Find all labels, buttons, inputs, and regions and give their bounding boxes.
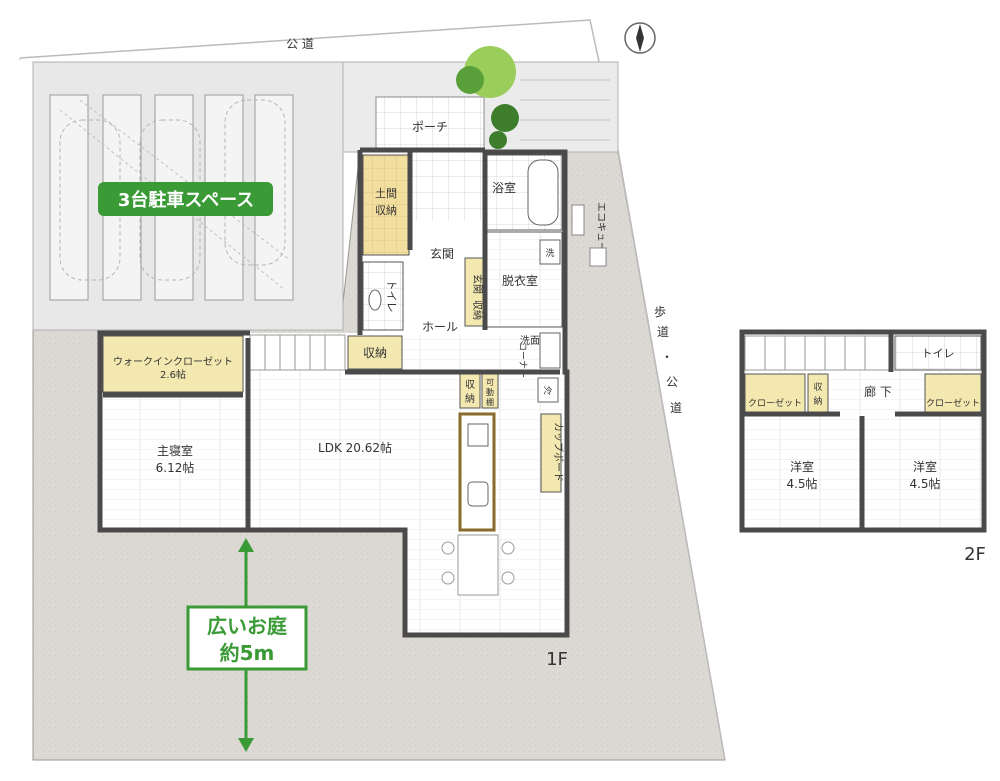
- sidewalk-4: 公: [666, 375, 678, 389]
- room-left-l2: 4.5帖: [786, 476, 817, 491]
- ldk-label: LDK 20.62帖: [318, 440, 392, 455]
- corridor-label: 廊 下: [864, 384, 892, 399]
- dressing-label: 脱衣室: [502, 273, 538, 288]
- entrance-storage-l1: 玄関: [471, 274, 484, 294]
- master-bedroom-l2: 6.12帖: [156, 460, 195, 475]
- movable-shelf-l1: 可: [486, 378, 494, 387]
- second-floor: トイレ クローゼット 収 納 廊 下 クローゼット 洋室 4.5帖 洋室 4.5…: [739, 329, 987, 533]
- kitchen-storage-l2: 納: [465, 392, 475, 405]
- bath-label: 浴室: [492, 180, 516, 195]
- garden-label-box: [186, 605, 308, 671]
- sink-icon: [467, 481, 489, 507]
- kitchen-storage-l1: 収: [465, 379, 475, 391]
- hall-label: ホール: [422, 320, 458, 334]
- porch-label: ポーチ: [412, 120, 448, 134]
- closet-left: [744, 373, 806, 413]
- eco-cute-icon: [571, 204, 585, 236]
- toilet-1f-icon: [368, 289, 382, 311]
- garden-label-l2: 約5m: [220, 641, 275, 665]
- room-left-l1: 洋室: [790, 459, 814, 474]
- stairs-1f: [249, 334, 346, 371]
- hall-storage-label: 収納: [363, 346, 387, 360]
- toilet-2f: [894, 335, 982, 371]
- tree-icon: [456, 46, 519, 149]
- sidewalk-1: 歩: [654, 304, 666, 319]
- dirt-storage: [362, 154, 410, 256]
- storage-2f-l1: 収: [813, 381, 822, 393]
- closet-left-label: クローゼット: [748, 397, 802, 409]
- wic-l2: 2.6帖: [160, 368, 186, 381]
- fridge-icon: [537, 377, 559, 403]
- stove-icon: [467, 423, 489, 447]
- first-floor: 土間 収納 浴室 脱衣室 洗 玄関 トイレ 玄関 収納 ホール 洗面 コーナー …: [97, 147, 607, 638]
- dirt-storage-l2: 収納: [375, 204, 397, 217]
- washer-icon: [539, 239, 561, 265]
- movable-shelf-l2: 動: [486, 388, 494, 397]
- compass-icon: [624, 22, 656, 54]
- wash-corner-l2: コーナー: [517, 342, 528, 378]
- eco-cute-label: エコキュート: [595, 202, 606, 262]
- garden-label-l1: 広いお庭: [207, 614, 287, 638]
- sidewalk-3: ・: [661, 350, 673, 364]
- entrance-label: 玄関: [430, 246, 454, 261]
- stairs-2f: [744, 335, 891, 371]
- wash-corner-l1: 洗面: [520, 335, 540, 347]
- dining-table-icon: [441, 534, 515, 596]
- parking-banner-text: 3台駐車スペース: [118, 189, 254, 211]
- cupboard: [540, 413, 562, 493]
- hall-storage: [347, 335, 403, 370]
- eco-cute-icon-2: [589, 247, 607, 267]
- wash-basin-icon: [539, 332, 561, 369]
- toilet-2f-label: トイレ: [922, 347, 955, 360]
- parking-banner: 3台駐車スペース: [98, 182, 273, 216]
- entrance-floor: [410, 150, 485, 220]
- washer-label: 洗: [545, 247, 554, 259]
- cupboard-label: カップボード: [552, 422, 564, 482]
- room-right-l2: 4.5帖: [909, 476, 940, 491]
- entrance-storage-l2: 収納: [471, 300, 484, 320]
- floor-label-2f: 2F: [964, 544, 986, 565]
- walk-in-closet: [102, 335, 244, 393]
- fridge-label: 冷: [543, 385, 552, 397]
- dirt-storage-l1: 土間: [375, 187, 397, 200]
- toilet-1f-label: トイレ: [385, 280, 398, 313]
- sidewalk-5: 道: [670, 401, 682, 415]
- room-right-l1: 洋室: [913, 459, 937, 474]
- porch: [375, 96, 485, 154]
- road-label: 公 道: [286, 37, 314, 51]
- wic-l1: ウォークインクローゼット: [113, 356, 233, 368]
- master-bedroom-l1: 主寝室: [157, 443, 193, 458]
- storage-2f-l2: 納: [813, 395, 822, 407]
- sidewalk-label: 歩 道 ・ 公 道: [654, 304, 682, 415]
- walls-1f: [97, 147, 570, 638]
- closet-right-label: クローゼット: [926, 397, 980, 409]
- floor-label-1f: 1F: [546, 649, 568, 670]
- bathtub-icon: [527, 159, 559, 226]
- movable-shelf-l3: 棚: [486, 397, 494, 407]
- sidewalk-2: 道: [657, 325, 669, 339]
